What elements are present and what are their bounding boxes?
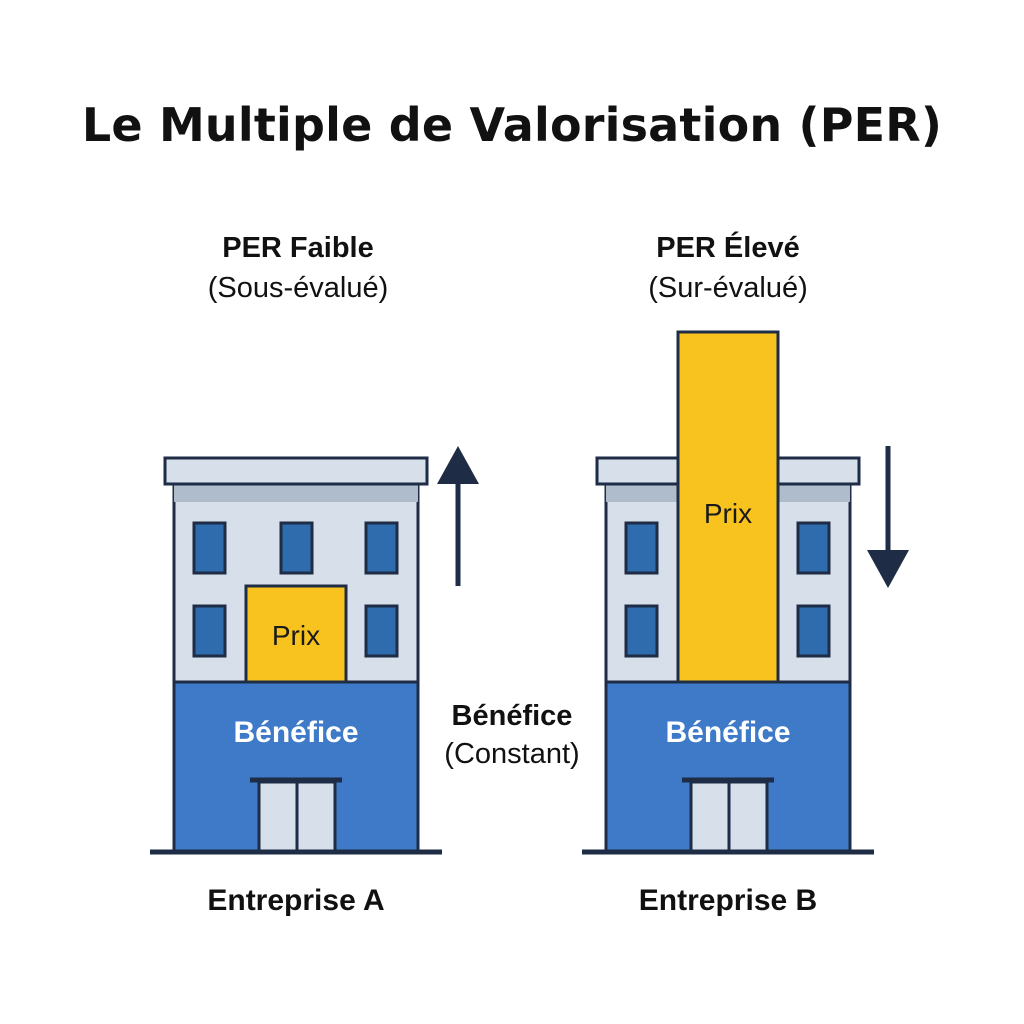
building-b: Bénéfice Prix <box>582 330 874 855</box>
building-a-roof <box>163 456 429 486</box>
page-title: Le Multiple de Valorisation (PER) <box>81 98 943 152</box>
building-a-profit-label: Bénéfice <box>233 716 358 749</box>
building-b-price-block <box>676 330 780 684</box>
building-a-window <box>192 521 227 575</box>
middle-heading: Bénéfice <box>451 700 573 732</box>
building-a-window <box>364 521 399 575</box>
right-heading: PER Élevé <box>656 232 800 264</box>
building-a-window <box>279 521 314 575</box>
building-b-profit-label: Bénéfice <box>665 716 790 749</box>
building-a-window <box>364 604 399 658</box>
building-b-window <box>624 521 659 575</box>
building-a-price-block <box>244 584 348 684</box>
building-a-window <box>192 604 227 658</box>
middle-subheading: (Constant) <box>444 738 580 770</box>
building-b-window <box>624 604 659 658</box>
building-a: Bénéfice Prix <box>150 456 442 855</box>
building-b-price-label: Prix <box>704 498 752 529</box>
building-a-roof-shadow <box>174 484 418 502</box>
company-a-label: Entreprise A <box>207 884 385 917</box>
building-b-window <box>796 604 831 658</box>
right-subheading: (Sur-évalué) <box>648 272 808 304</box>
company-b-label: Entreprise B <box>638 884 818 917</box>
left-subheading: (Sous-évalué) <box>207 272 389 304</box>
building-b-window <box>796 521 831 575</box>
arrow-up-icon <box>437 446 479 586</box>
left-heading: PER Faible <box>222 232 374 264</box>
building-a-price-label: Prix <box>272 620 320 651</box>
arrow-down-icon <box>867 446 909 588</box>
